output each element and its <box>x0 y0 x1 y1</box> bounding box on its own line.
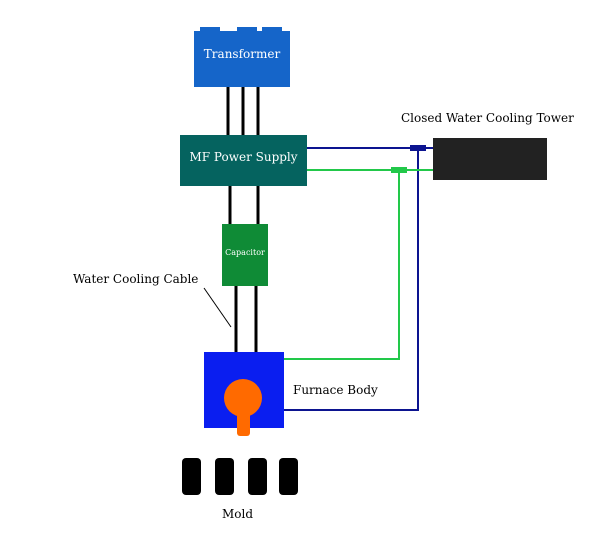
transformer-cables <box>226 87 260 137</box>
capacitor-label: Capacitor <box>225 248 265 257</box>
mold-4 <box>279 458 298 495</box>
water-cooling-cable-leader <box>203 287 232 328</box>
transformer-body <box>194 31 290 87</box>
capacitor-box <box>222 224 268 286</box>
blue-pipe-junction <box>410 145 426 151</box>
transformer-block <box>194 27 290 87</box>
crucible <box>224 379 262 417</box>
cooling-tower-box <box>433 138 547 180</box>
transformer-tab-center <box>237 27 257 33</box>
mold-1 <box>182 458 201 495</box>
mold-3 <box>248 458 267 495</box>
mf-power-supply-label: MF Power Supply <box>189 150 298 164</box>
furnace-body-label: Furnace Body <box>293 383 378 397</box>
pouring-spout <box>237 410 250 436</box>
green-pipe-junction <box>391 167 407 173</box>
cooling-tower-label: Closed Water Cooling Tower <box>401 111 574 125</box>
mold-label: Mold <box>222 507 254 521</box>
green-pipe-return <box>284 170 400 360</box>
mold-2 <box>215 458 234 495</box>
transformer-label: Transformer <box>203 47 281 61</box>
mf-power-supply-box <box>180 135 307 186</box>
transformer-tab-left <box>200 27 220 33</box>
water-cooling-cables <box>234 286 258 354</box>
blue-water-pipe <box>284 147 433 411</box>
blue-pipe-return <box>284 148 419 411</box>
transformer-tab-right <box>262 27 282 33</box>
green-water-pipe <box>284 169 433 360</box>
molds <box>182 458 298 495</box>
power-supply-cables <box>228 186 260 226</box>
water-cooling-cable-label: Water Cooling Cable <box>73 272 199 286</box>
